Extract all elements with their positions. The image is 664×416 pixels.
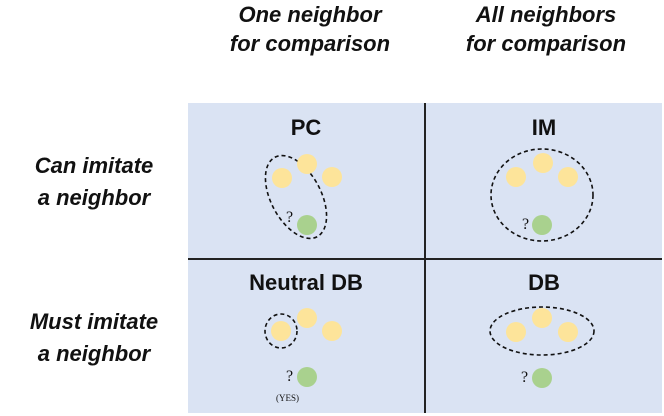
neighbor-dot <box>506 167 526 187</box>
neighbor-dot <box>532 308 552 328</box>
question-mark: ? <box>522 216 529 233</box>
neighbor-dot <box>322 321 342 341</box>
neighbor-dot <box>322 167 342 187</box>
cell-title-im: IM <box>531 115 557 140</box>
question-mark: ? <box>286 368 293 385</box>
column-header-all-neighbors: All neighbors for comparison <box>436 0 656 58</box>
cell-neutral-db: Neutral DB <box>188 260 424 413</box>
comparison-ellipse <box>264 313 298 349</box>
column-header-line: One neighbor <box>238 2 382 27</box>
row-header-line: a neighbor <box>37 341 151 366</box>
question-mark: ? <box>521 369 528 386</box>
row-header-can-imitate: Can imitate a neighbor <box>0 150 188 214</box>
question-mark: ? <box>286 209 293 226</box>
yes-note: (YES) <box>276 393 299 403</box>
cell-title-pc: PC <box>290 115 322 140</box>
neighbor-dot <box>533 153 553 173</box>
neighbor-dot <box>272 168 292 188</box>
focal-dot <box>532 368 552 388</box>
comparison-ellipse <box>490 148 594 242</box>
row-header-line: Must imitate <box>29 309 159 334</box>
column-header-line: for comparison <box>465 31 627 56</box>
horizontal-divider <box>188 258 662 260</box>
column-header-line: for comparison <box>229 31 391 56</box>
column-header-one-neighbor: One neighbor for comparison <box>200 0 420 58</box>
column-header-line: All neighbors <box>475 2 617 27</box>
focal-dot <box>297 367 317 387</box>
neighbor-dot <box>297 154 317 174</box>
neighbor-dot <box>297 308 317 328</box>
focal-dot <box>297 215 317 235</box>
neighbor-dot <box>558 167 578 187</box>
cell-title-db: DB <box>528 270 560 295</box>
cell-title-neutral-db: Neutral DB <box>249 270 363 295</box>
neighbor-dot <box>506 322 526 342</box>
comparison-ellipse <box>489 306 595 356</box>
focal-dot <box>532 215 552 235</box>
neighbor-dot <box>271 321 291 341</box>
comparison-grid: PC IM Neutral DB DB <box>188 103 662 413</box>
neighbor-dot <box>558 322 578 342</box>
row-header-line: a neighbor <box>37 185 151 210</box>
row-header-line: Can imitate <box>34 153 154 178</box>
comparison-ellipse <box>264 154 328 240</box>
row-header-must-imitate: Must imitate a neighbor <box>0 306 188 370</box>
